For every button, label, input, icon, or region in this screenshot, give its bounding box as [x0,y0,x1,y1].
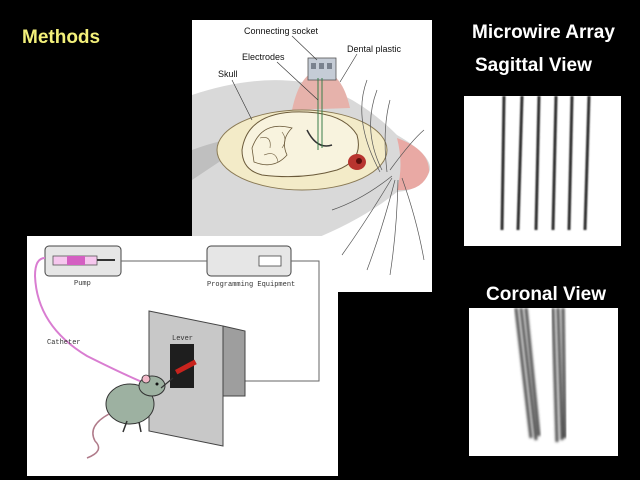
brain-folds [259,131,286,163]
socket-pin [319,63,324,69]
lever [174,359,197,375]
whiskers [331,79,425,276]
syringe-fluid [67,256,85,265]
socket-pin [327,63,332,69]
slide-title: Methods [22,27,101,48]
self-administration-diagram: Pump Programming Equipment Catheter Leve… [27,236,338,476]
label-lever: Lever [172,335,193,343]
microwire-group [500,96,591,231]
brain [241,111,359,178]
pupil [356,158,362,164]
coronal-view-heading: Coronal View [486,284,607,305]
microwire [583,96,591,231]
socket-pin [311,63,316,69]
label-pump: Pump [74,280,91,288]
label-catheter: Catheter [47,339,81,347]
microwire-bundle-left [514,308,541,441]
label-electrodes: Electrodes [242,52,285,62]
wall-side [222,325,246,397]
catheter-line [33,257,148,385]
microwire [534,96,541,231]
label-leaders [231,35,358,121]
sagittal-view-heading: Sagittal View [475,55,592,76]
microwire [500,96,506,231]
microwire-bundle-right [551,308,567,443]
label-connecting-socket: Connecting socket [244,26,319,36]
rat [86,374,174,459]
nose [397,138,430,191]
microwire [516,96,524,231]
equipment-display [258,255,282,267]
microwire-array-heading: Microwire Array [472,22,615,43]
wiring [121,260,320,382]
label-programming-equipment: Programming Equipment [207,281,295,289]
microwire [567,96,574,231]
rat-head-diagram: Connecting socket Electrodes Dental plas… [192,20,432,292]
microwire [551,96,558,231]
coronal-view-image [469,308,618,456]
label-dental-plastic: Dental plastic [347,44,402,54]
label-skull: Skull [218,69,238,79]
sagittal-view-image [464,96,621,246]
